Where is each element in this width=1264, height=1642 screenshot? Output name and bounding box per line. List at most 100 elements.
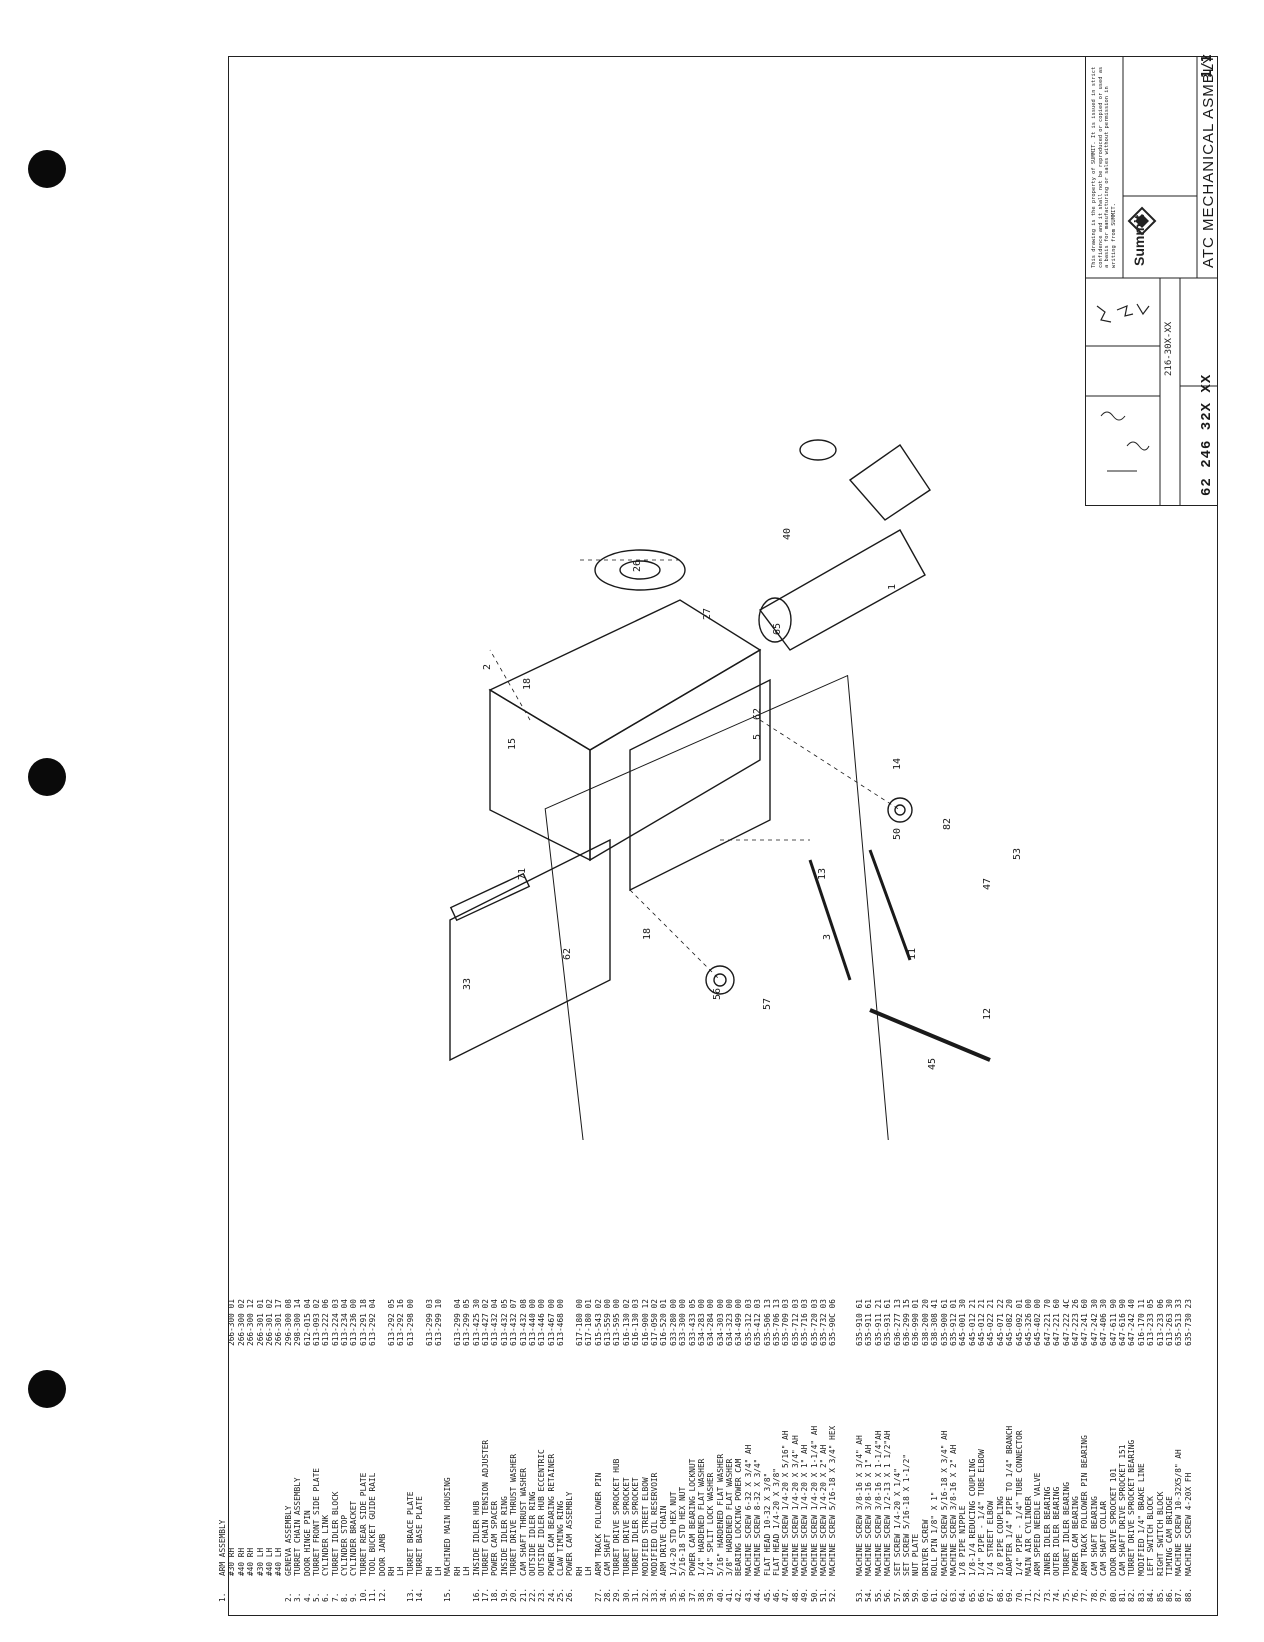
- parts-list-desc: TIMING CAM BRIDGE: [1164, 1496, 1174, 1576]
- parts-list-desc: TURRET BASE PLATE: [415, 1496, 425, 1576]
- parts-list-num: 75.: [1061, 1587, 1071, 1602]
- parts-list-pn: 635-312 03: [743, 1299, 753, 1346]
- callout-33: 33: [462, 978, 473, 990]
- parts-list-desc: ARM SPEED NEEDLE VALVE: [1033, 1472, 1043, 1576]
- parts-list-pn: 616-900 12: [640, 1299, 650, 1346]
- parts-list-desc: TURRET IDLER SPROCKET: [631, 1477, 641, 1576]
- parts-list-pn: 613-291 18: [358, 1299, 368, 1346]
- parts-list-desc: 3/8" HARDENED FLAT WASHER: [725, 1458, 735, 1576]
- parts-list-num: 9.: [349, 1592, 359, 1602]
- parts-list-num: 65.: [967, 1587, 977, 1602]
- binder-hole-middle: [28, 758, 66, 796]
- parts-list-pn: 613-468 00: [556, 1299, 566, 1346]
- parts-list-desc: LH: [396, 1566, 406, 1576]
- parts-list-num: 55.: [873, 1587, 883, 1602]
- drawing-number: 62 246 32X XX: [1199, 373, 1215, 496]
- parts-list-num: [425, 1576, 434, 1602]
- parts-list-pn: 634-284 00: [706, 1299, 716, 1346]
- parts-list-num: [265, 1576, 274, 1602]
- parts-list-pn: [218, 1276, 227, 1346]
- parts-list-pn: 635-912 01: [948, 1299, 958, 1346]
- parts-list-pn: 634-283 00: [696, 1299, 706, 1346]
- parts-list-num: 52.: [828, 1587, 838, 1602]
- parts-list-pn: 647-616 90: [1117, 1299, 1127, 1346]
- parts-list-pn: 613-224 03: [330, 1299, 340, 1346]
- parts-list-num: 68.: [995, 1587, 1005, 1602]
- parts-list-pn: 635-732 03: [819, 1299, 828, 1346]
- parts-list-num: 15.: [443, 1587, 453, 1602]
- parts-list-desc: RH: [574, 1566, 584, 1576]
- parts-list-pn: 266-301 01: [255, 1299, 265, 1346]
- parts-list-num: [227, 1576, 236, 1602]
- parts-list-desc: MAIN AIR CYLINDER: [1024, 1496, 1034, 1576]
- parts-list-desc: ARM TRACK FOLLOWER PIN BEARING: [1080, 1435, 1090, 1576]
- parts-list-desc: DRIVER SCREW: [920, 1519, 930, 1576]
- parts-list-pn: 613-299 05: [462, 1299, 472, 1346]
- parts-list-pn: 645-022 21: [986, 1299, 996, 1346]
- parts-list-pn: 298-300 14: [293, 1299, 303, 1346]
- parts-list-desc: 5/16" HARDENED FLAT WASHER: [715, 1453, 725, 1576]
- parts-list-num: 44.: [753, 1587, 763, 1602]
- parts-list-pn: 613-427 02: [480, 1299, 490, 1346]
- parts-list-num: 40.: [715, 1587, 725, 1602]
- company-logo-icon: [1127, 206, 1157, 236]
- parts-list-desc: MACHINE SCREW 4-20X FH: [1183, 1472, 1193, 1576]
- parts-list-pn: 266-301 02: [264, 1299, 274, 1346]
- parts-list-pn: [565, 1276, 574, 1346]
- parts-list-desc: MACHINE SCREW 3/8-16 X 1-1/4"AH: [873, 1430, 883, 1576]
- parts-list-desc: ARM TRACK FOLLOWER PIN: [593, 1472, 603, 1576]
- parts-list-pn: [443, 1276, 452, 1346]
- parts-list-num: 4.: [302, 1592, 312, 1602]
- parts-list-desc: MACHINE SCREW 3/8-16 X 2" AH: [948, 1444, 958, 1576]
- parts-list-desc: 1/8 PIPE COUPLING: [995, 1496, 1005, 1576]
- parts-list-pn: 617-180 00: [574, 1299, 584, 1346]
- parts-list-desc: TURRET IDLER BLOCK: [330, 1491, 340, 1577]
- parts-list-desc: MACHINED MAIN HOUSING: [443, 1477, 453, 1576]
- parts-list-desc: ARM DRIVE CHAIN: [659, 1505, 669, 1576]
- parts-list-desc: TURRET DRIVE SPROCKET BEARING: [1127, 1439, 1137, 1576]
- parts-list-row: 46.FLAT HEAD 1/4-20 X 3/8"635-706 13: [772, 1276, 781, 1602]
- parts-list-pn: 645-012 21: [967, 1299, 977, 1346]
- parts-list-row: #30 LH 266-301 01: [256, 1276, 265, 1602]
- parts-list-num: 12.: [377, 1587, 387, 1602]
- parts-list-desc: DOOR DRIVE SPROCKET 101: [1108, 1468, 1118, 1576]
- parts-list-num: 32.: [640, 1587, 650, 1602]
- parts-list-pn: 635-720 03: [809, 1299, 819, 1346]
- drawing-title: ATC MECHANICAL ASMBLY: [1200, 53, 1217, 268]
- parts-list-pn: 266-300 02: [236, 1299, 246, 1346]
- parts-list-num: 7.: [330, 1592, 340, 1602]
- exploded-assembly-drawing: 1 26 27 18 15 5 14 18 3 13 11 12 45 47 5…: [449, 439, 1023, 1140]
- callout-71: 71: [517, 868, 528, 880]
- parts-list-num: 5.: [311, 1592, 321, 1602]
- parts-list-desc: TOOL BUCKET GUIDE RAIL: [368, 1472, 378, 1576]
- parts-list-pn: 613-292 05: [387, 1299, 397, 1346]
- turret-front-side-plate: [629, 678, 771, 892]
- parts-list-num: 6.: [321, 1592, 331, 1602]
- parts-list-num: 31.: [631, 1587, 641, 1602]
- parts-list-num: 69.: [1005, 1587, 1015, 1602]
- parts-list-desc: #30 LH: [255, 1547, 265, 1576]
- parts-list-num: 46.: [772, 1587, 782, 1602]
- callout-56: 56: [712, 988, 723, 1000]
- parts-list-row: 15. MACHINED MAIN HOUSING: [443, 1276, 452, 1602]
- parts-list-num: 19.: [499, 1587, 509, 1602]
- parts-list-desc: #40 RH: [236, 1547, 246, 1576]
